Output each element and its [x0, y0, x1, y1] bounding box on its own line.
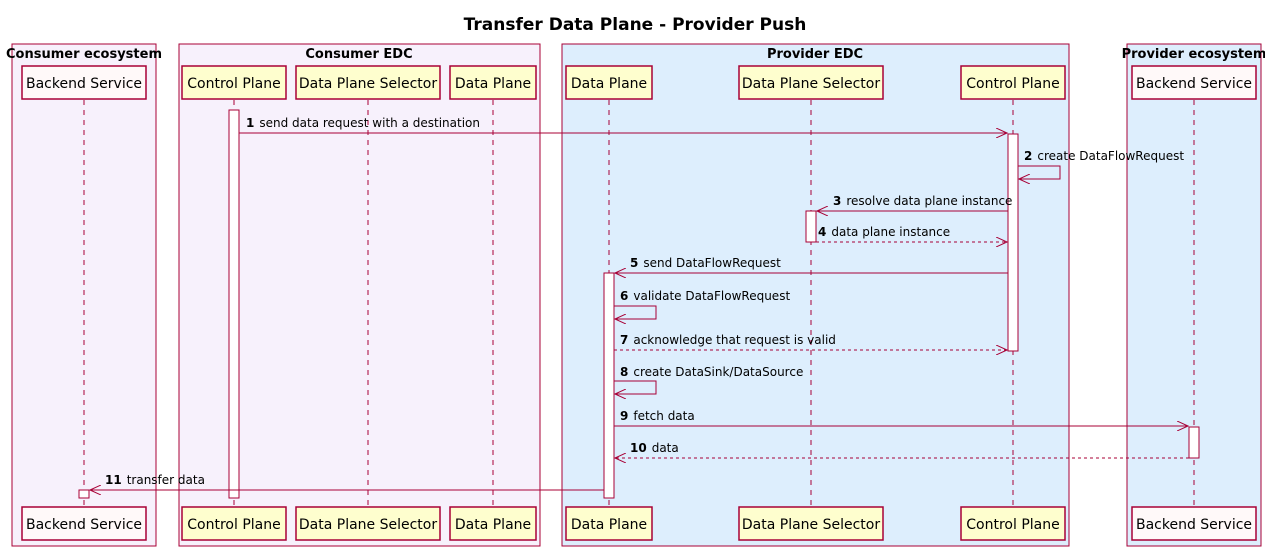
participant-provider-control-plane: Control Plane: [960, 65, 1066, 100]
participant-label: Backend Service: [1136, 517, 1252, 533]
participant-consumer-backend-bottom: Backend Service: [21, 506, 147, 541]
message-3: 3 resolve data plane instance: [817, 194, 1012, 211]
participant-label: Backend Service: [1136, 76, 1252, 92]
participant-consumer-data-plane-selector: Data Plane Selector: [295, 65, 441, 100]
participant-label: Data Plane Selector: [299, 517, 437, 533]
message-number: 11: [105, 473, 122, 487]
participant-provider-control-plane-bottom: Control Plane: [960, 506, 1066, 541]
message-1: 1 send data request with a destination: [239, 116, 1007, 133]
message-11: 11 transfer data: [90, 473, 604, 490]
message-7: 7 acknowledge that request is valid: [614, 333, 1007, 350]
participant-label: Data Plane Selector: [299, 76, 437, 92]
participant-consumer-data-plane-selector-bottom: Data Plane Selector: [295, 506, 441, 541]
participant-label: Backend Service: [26, 517, 142, 533]
box-provider-edc: Provider EDC: [561, 43, 1070, 547]
participant-label: Data Plane: [455, 517, 531, 533]
participants-bottom: Backend Service Control Plane Data Plane…: [21, 506, 1257, 541]
participant-label: Data Plane: [455, 76, 531, 92]
activation-consumer-control-plane: [228, 109, 240, 499]
message-5: 5 send DataFlowRequest: [615, 256, 1008, 273]
box-title-provider-edc: Provider EDC: [767, 47, 863, 62]
activation-provider-data-plane: [603, 272, 615, 499]
box-title-consumer-edc: Consumer EDC: [305, 47, 412, 62]
participant-label: Control Plane: [187, 517, 280, 533]
message-label: send DataFlowRequest: [643, 256, 781, 270]
message-number: 6: [620, 289, 628, 303]
box-title-provider-ecosystem: Provider ecosystem: [1122, 47, 1265, 62]
message-2: 2 create DataFlowRequest: [1018, 149, 1184, 179]
message-number: 9: [620, 409, 628, 423]
participant-label: Data Plane Selector: [742, 76, 880, 92]
message-label: send data request with a destination: [259, 116, 480, 130]
message-label: create DataFlowRequest: [1037, 149, 1184, 163]
participant-label: Control Plane: [966, 76, 1059, 92]
participant-provider-backend-bottom: Backend Service: [1131, 506, 1257, 541]
message-label: acknowledge that request is valid: [633, 333, 836, 347]
message-number: 3: [833, 194, 841, 208]
message-6: 6 validate DataFlowRequest: [614, 289, 790, 319]
message-8: 8 create DataSink/DataSource: [614, 365, 803, 394]
activation-provider-control-plane: [1007, 133, 1019, 352]
activation-provider-backend: [1188, 426, 1200, 459]
message-number: 4: [818, 225, 826, 239]
message-label: data: [652, 441, 679, 455]
participant-provider-data-plane-selector-bottom: Data Plane Selector: [738, 506, 884, 541]
message-10: 10 data: [615, 441, 1189, 458]
participant-label: Control Plane: [187, 76, 280, 92]
message-9: 9 fetch data: [614, 409, 1188, 426]
message-label: create DataSink/DataSource: [633, 365, 803, 379]
box-provider-ecosystem: Provider ecosystem: [1122, 43, 1265, 547]
participant-label: Control Plane: [966, 517, 1059, 533]
participant-label: Backend Service: [26, 76, 142, 92]
message-number: 2: [1024, 149, 1032, 163]
message-number: 7: [620, 333, 628, 347]
message-number: 5: [630, 256, 638, 270]
message-label: data plane instance: [831, 225, 950, 239]
participant-provider-data-plane-selector: Data Plane Selector: [738, 65, 884, 100]
participants-top: Backend Service Control Plane Data Plane…: [21, 65, 1257, 100]
participant-consumer-data-plane: Data Plane: [449, 65, 537, 100]
activation-bars: [228, 109, 1200, 499]
participant-label: Data Plane: [571, 517, 647, 533]
participant-consumer-backend: Backend Service: [21, 65, 147, 100]
participant-provider-backend: Backend Service: [1131, 65, 1257, 100]
message-number: 8: [620, 365, 628, 379]
message-label: transfer data: [127, 473, 205, 487]
diagram-title: Transfer Data Plane - Provider Push: [464, 15, 807, 35]
participant-consumer-data-plane-bottom: Data Plane: [449, 506, 537, 541]
participant-consumer-control-plane: Control Plane: [181, 65, 287, 100]
participant-provider-data-plane-bottom: Data Plane: [565, 506, 653, 541]
participant-label: Data Plane: [571, 76, 647, 92]
participant-consumer-control-plane-bottom: Control Plane: [181, 506, 287, 541]
participant-label: Data Plane Selector: [742, 517, 880, 533]
message-4: 4 data plane instance: [816, 225, 1007, 242]
activation-provider-data-plane-selector: [805, 210, 817, 243]
message-label: validate DataFlowRequest: [633, 289, 790, 303]
message-label: fetch data: [633, 409, 694, 423]
participant-provider-data-plane: Data Plane: [565, 65, 653, 100]
message-number: 1: [246, 116, 254, 130]
box-title-consumer-ecosystem: Consumer ecosystem: [6, 47, 162, 62]
activation-consumer-backend: [78, 489, 90, 499]
message-number: 10: [630, 441, 647, 455]
message-label: resolve data plane instance: [846, 194, 1012, 208]
